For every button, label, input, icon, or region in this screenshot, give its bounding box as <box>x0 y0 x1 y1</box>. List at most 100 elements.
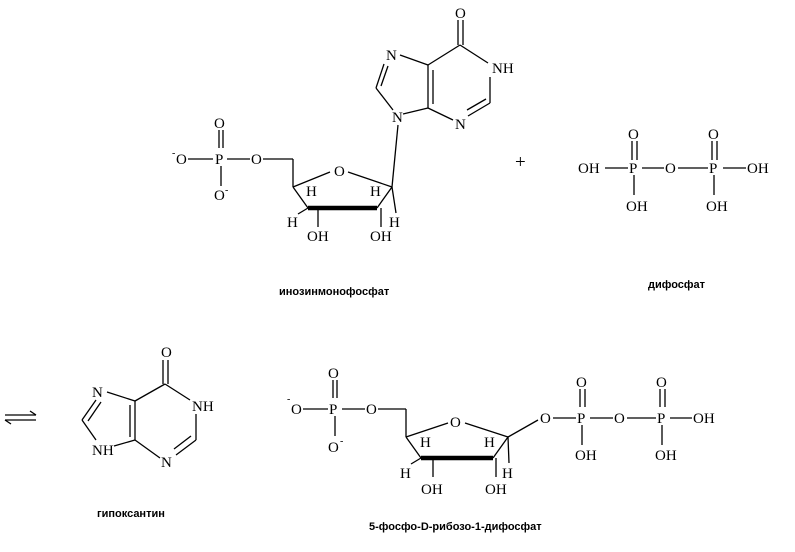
atom-n: N <box>455 117 466 133</box>
equilibrium-arrow <box>4 410 37 425</box>
atom-o: O <box>665 161 676 177</box>
label-inosine-monophosphate: инозинмонофосфат <box>279 286 390 298</box>
prpp-phosphate-group: - O P O O - O <box>287 366 406 456</box>
bond <box>467 102 491 117</box>
bond <box>399 54 429 66</box>
atom-o: O <box>366 402 377 418</box>
atom-o: O <box>576 375 587 391</box>
atom-p: P <box>329 402 337 418</box>
atom-charge: - <box>340 436 343 447</box>
atom-o: O <box>450 415 461 431</box>
bond <box>427 44 461 66</box>
bond <box>459 44 489 64</box>
bond <box>164 383 191 401</box>
bond <box>466 98 487 111</box>
atom-n: N <box>92 385 103 401</box>
atom-h: H <box>306 184 317 200</box>
atom-o: O <box>656 375 667 391</box>
atom-oh: OH <box>626 199 648 215</box>
bond <box>292 171 331 188</box>
bond <box>292 186 309 209</box>
bond <box>391 186 397 214</box>
bond <box>391 124 399 188</box>
atom-o: O <box>708 127 719 143</box>
atom-oh: OH <box>706 199 728 215</box>
atom-h: H <box>389 215 400 231</box>
atom-o: O <box>328 366 339 382</box>
bond <box>405 422 449 438</box>
bond <box>175 439 197 456</box>
bond <box>410 457 422 465</box>
bond <box>173 435 192 450</box>
atom-o: O <box>328 440 339 456</box>
prpp-ribose-ring: O H H H H OH OH <box>400 409 539 498</box>
atom-o: O <box>334 164 345 180</box>
atom-n: N <box>386 48 397 64</box>
label-prpp: 5-фосфо-D-рибозо-1-дифосфат <box>369 521 542 533</box>
atom-o: O <box>161 345 172 361</box>
atom-o: O <box>251 152 262 168</box>
plus-sign: + <box>515 152 526 173</box>
atom-charge: - <box>225 185 228 196</box>
atom-p: P <box>629 161 637 177</box>
bond <box>464 422 509 438</box>
atom-nh: NH <box>192 399 214 415</box>
hypoxanthine-structure: O NH N N NH <box>81 345 214 471</box>
bond <box>507 436 510 464</box>
atom-oh: OH <box>655 448 677 464</box>
bond <box>380 65 389 87</box>
imp-ribose-ring: O H H H H OH OH <box>287 124 400 245</box>
atom-n: N <box>392 110 403 126</box>
atom-oh: OH <box>485 482 507 498</box>
atom-oh: OH <box>693 411 715 427</box>
atom-oh: OH <box>421 482 443 498</box>
imp-phosphate-group: - O P O O - O <box>172 116 293 204</box>
atom-h: H <box>484 435 495 451</box>
atom-o: O <box>176 152 187 168</box>
atom-oh: OH <box>578 161 600 177</box>
atom-o: O <box>214 116 225 132</box>
atom-o: O <box>614 411 625 427</box>
bond <box>507 419 539 438</box>
atom-h: H <box>400 466 411 482</box>
atom-p: P <box>657 411 665 427</box>
imp-base: N N O NH N <box>375 6 514 133</box>
bond <box>87 401 102 422</box>
atom-oh: OH <box>575 448 597 464</box>
bond <box>376 186 393 209</box>
atom-o: O <box>540 411 551 427</box>
bond <box>427 107 454 121</box>
bond <box>106 391 136 402</box>
atom-charge: - <box>172 148 175 159</box>
atom-charge: - <box>287 394 290 405</box>
label-diphosphate: дифосфат <box>648 279 706 291</box>
bond <box>134 439 161 459</box>
atom-o: O <box>455 6 466 22</box>
bond <box>402 107 429 115</box>
atom-p: P <box>577 411 585 427</box>
arrow-forward-head <box>29 410 37 416</box>
atom-n: N <box>161 455 172 471</box>
prpp-structure: - O P O O - O O H H H H <box>287 366 715 498</box>
diphosphate-structure: OH P O OH O P O OH OH <box>578 127 769 215</box>
label-hypoxanthine: гипоксантин <box>97 508 165 520</box>
bond <box>81 399 97 421</box>
arrow-reverse-head <box>4 419 12 425</box>
atom-nh: NH <box>492 61 514 77</box>
atom-h: H <box>287 215 298 231</box>
atom-h: H <box>420 435 431 451</box>
inosine-monophosphate-structure: - O P O O - O O H H H <box>172 6 514 245</box>
atom-oh: OH <box>370 229 392 245</box>
atom-o: O <box>214 188 225 204</box>
atom-oh: OH <box>747 161 769 177</box>
atom-nh: NH <box>92 443 114 459</box>
bond <box>297 207 309 215</box>
bond <box>81 419 97 441</box>
atom-p: P <box>709 161 717 177</box>
atom-p: P <box>215 152 223 168</box>
atom-h: H <box>502 466 513 482</box>
bond <box>405 436 422 459</box>
bond <box>347 171 393 188</box>
atom-h: H <box>370 184 381 200</box>
